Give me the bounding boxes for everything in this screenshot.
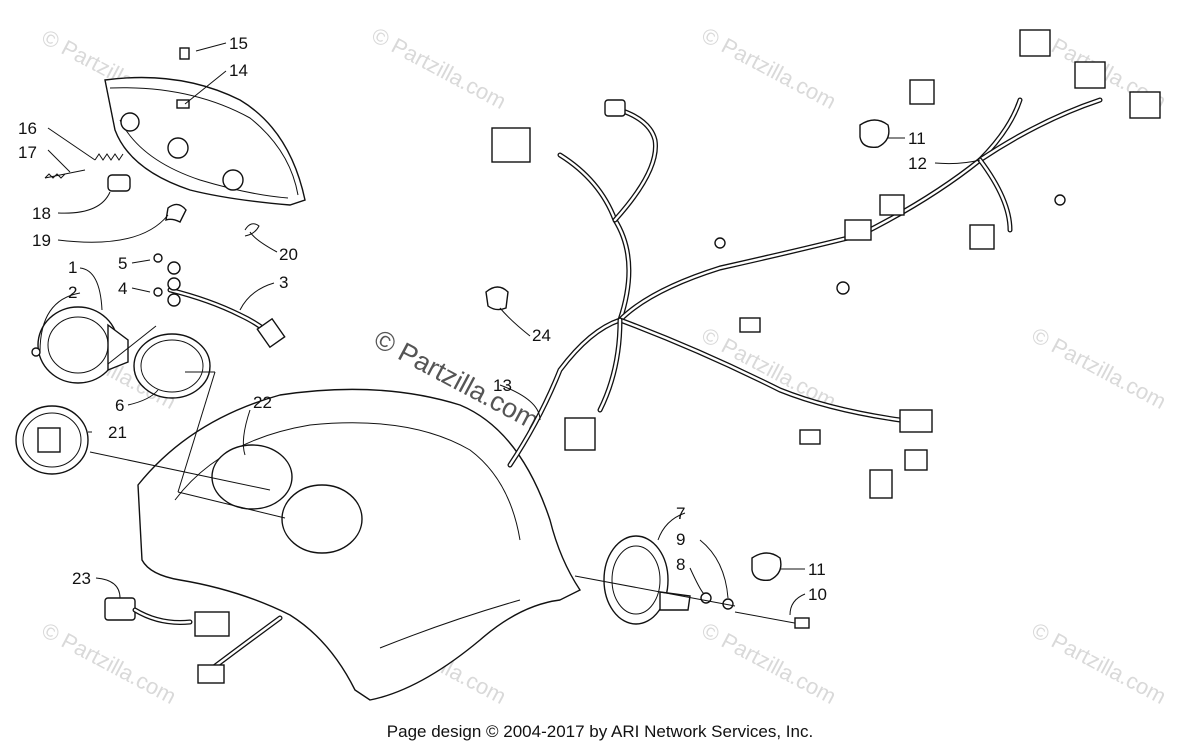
headlight-assembly <box>44 47 306 237</box>
watermark: © Partzilla.com <box>698 22 841 114</box>
callout-15: 15 <box>229 34 248 53</box>
callout-11-upper: 11 <box>908 129 926 148</box>
callout-10: 10 <box>808 585 827 604</box>
callout-17: 17 <box>18 143 37 162</box>
callout-1: 1 <box>68 258 77 277</box>
leader-lines <box>39 42 981 616</box>
callout-6: 6 <box>115 396 124 415</box>
callout-23: 23 <box>72 569 91 588</box>
callout-16: 16 <box>18 119 37 138</box>
callout-8: 8 <box>676 555 685 574</box>
watermark: © Partzilla.com <box>1028 322 1171 414</box>
speedometer-bracket <box>574 535 810 629</box>
callout-12: 12 <box>908 154 927 173</box>
console-hood <box>137 388 582 701</box>
callout-21: 21 <box>108 423 127 442</box>
callout-24: 24 <box>532 326 551 345</box>
callout-3: 3 <box>279 273 288 292</box>
callout-2: 2 <box>68 283 77 302</box>
callout-5: 5 <box>118 254 127 273</box>
watermark: © Partzilla.com <box>698 617 841 709</box>
main-wiring-harness <box>491 29 1161 499</box>
callout-18: 18 <box>32 204 51 223</box>
watermark: © Partzilla.com <box>1028 617 1171 709</box>
watermark: © Partzilla.com <box>698 322 841 414</box>
callout-13: 13 <box>493 376 512 395</box>
callouts: 15 14 16 17 18 19 20 5 4 3 1 2 6 21 22 2… <box>18 34 927 604</box>
watermark: © Partzilla.com <box>38 617 181 709</box>
callout-4: 4 <box>118 279 127 298</box>
callout-7: 7 <box>676 504 685 523</box>
callout-9: 9 <box>676 530 685 549</box>
callout-14: 14 <box>229 61 248 80</box>
callout-20: 20 <box>279 245 298 264</box>
copyright-footer: Page design © 2004-2017 by ARI Network S… <box>386 722 814 741</box>
misc-parts <box>104 119 890 684</box>
callout-19: 19 <box>32 231 51 250</box>
callout-22: 22 <box>253 393 272 412</box>
callout-11-lower: 11 <box>808 560 826 579</box>
gauge-parts <box>15 253 286 475</box>
watermark: © Partzilla.com <box>368 22 511 114</box>
